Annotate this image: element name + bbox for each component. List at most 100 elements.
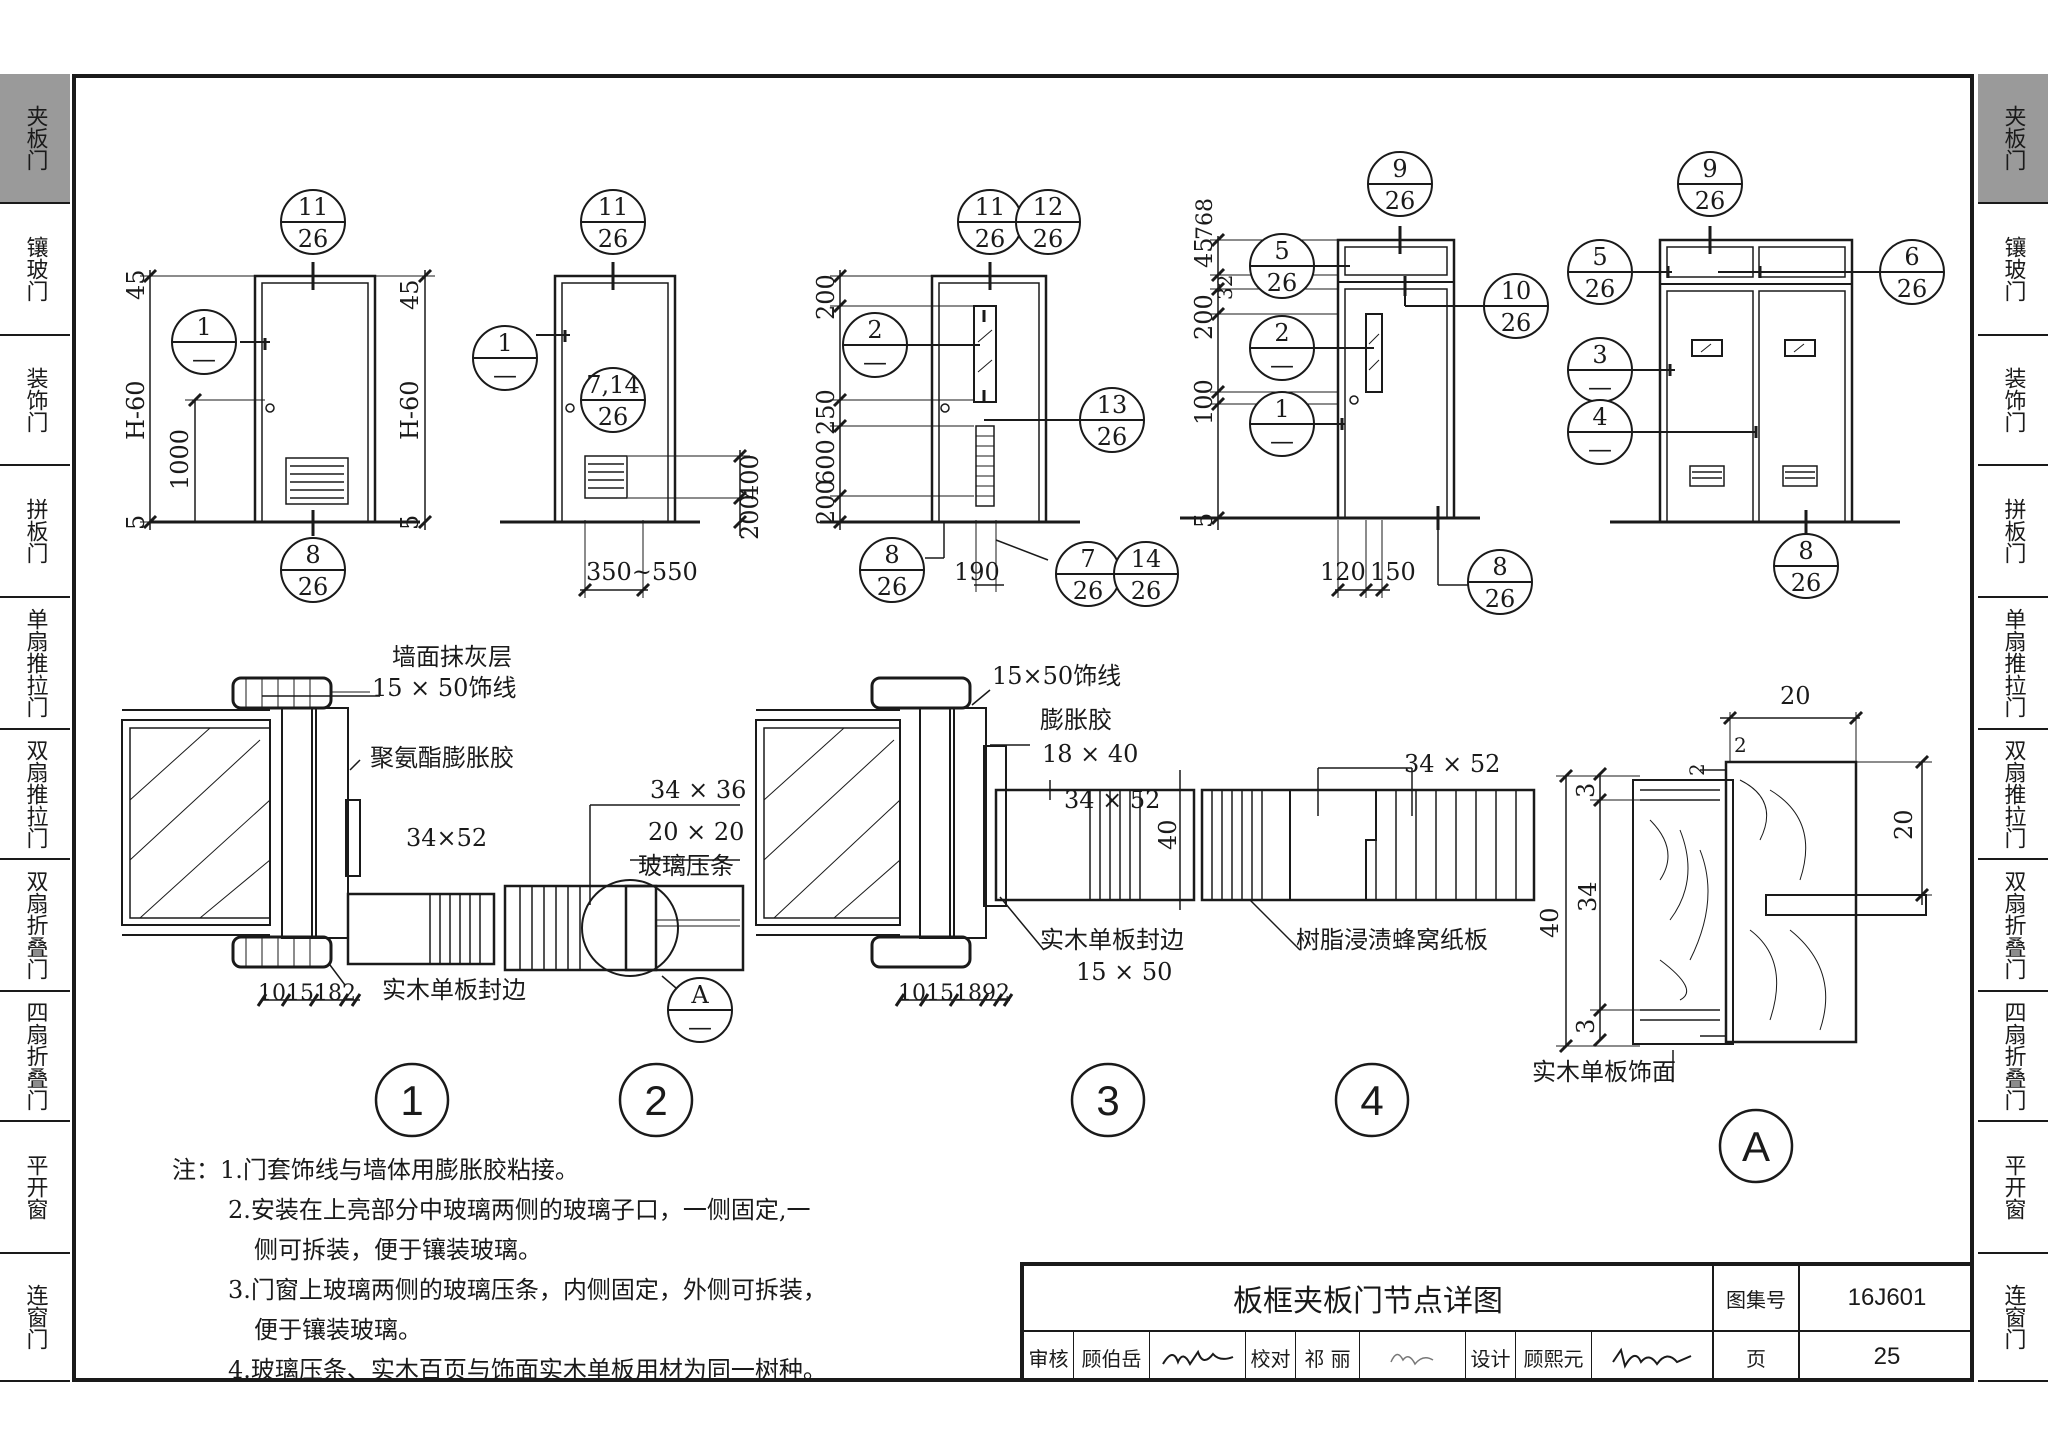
side-tab-5[interactable]: 双扇推拉门 bbox=[1978, 730, 2048, 860]
side-tab-2[interactable]: 装饰门 bbox=[0, 336, 70, 466]
ref-e1-left: 1— bbox=[171, 309, 237, 375]
dim-e4-5: 5 bbox=[1190, 513, 1218, 528]
ref-e3-bottom-b-bottom: 26 bbox=[1073, 577, 1104, 605]
ref-e2-left: 1— bbox=[472, 325, 538, 391]
ref-d2-A: A— bbox=[667, 977, 733, 1043]
ref-e5-left-a-top: 5 bbox=[1592, 243, 1607, 271]
note-2-cont: 侧可拆装，便于镶装玻璃。 bbox=[254, 1236, 542, 1264]
reviewer-signature bbox=[1150, 1332, 1246, 1382]
side-tab-6[interactable]: 双扇折叠门 bbox=[1978, 860, 2048, 992]
page-label: 页 bbox=[1714, 1332, 1800, 1382]
detail-circle-3-text: 3 bbox=[1096, 1077, 1119, 1124]
check-label: 校对 bbox=[1246, 1332, 1296, 1382]
label-d3-18x40: 18 × 40 bbox=[1042, 740, 1138, 768]
side-tab-1[interactable]: 镶玻门 bbox=[1978, 204, 2048, 336]
ref-e3-top-b-top: 12 bbox=[1033, 193, 1064, 221]
reviewer-name: 顾伯岳 bbox=[1074, 1332, 1150, 1382]
detail-circle-1-text: 1 bbox=[400, 1077, 423, 1124]
label-d2-20x20: 20 × 20 bbox=[648, 818, 744, 846]
ref-e2-center-top: 7,14 bbox=[586, 371, 639, 399]
note-4: 4.玻璃压条、实木百页与饰面实木单板用材为同一树种。 bbox=[228, 1356, 827, 1384]
side-tab-5[interactable]: 双扇推拉门 bbox=[0, 730, 70, 860]
dim-e4-45: 45 bbox=[1190, 237, 1218, 268]
detail-A bbox=[1556, 710, 1932, 1082]
side-tab-1[interactable]: 镶玻门 bbox=[0, 204, 70, 336]
label-dA-20v: 20 bbox=[1890, 809, 1918, 840]
ref-e3-right-top: 13 bbox=[1097, 391, 1128, 419]
dim-e1r-h60: H-60 bbox=[396, 380, 424, 440]
side-tab-9[interactable]: 连窗门 bbox=[1978, 1254, 2048, 1382]
label-d4-honeycomb: 树脂浸渍蜂窝纸板 bbox=[1296, 926, 1488, 954]
ref-e5-top-top: 9 bbox=[1702, 155, 1717, 183]
label-d1-edge: 实木单板封边 bbox=[382, 976, 526, 1004]
ref-e4-left-a-bottom: 26 bbox=[1267, 269, 1298, 297]
label-dA-3b: 3 bbox=[1572, 1019, 1600, 1034]
page-number: 25 bbox=[1873, 1343, 1901, 1370]
ref-e3-bottom-c-bottom: 26 bbox=[1131, 577, 1162, 605]
note-3-cont: 便于镶装玻璃。 bbox=[254, 1316, 422, 1344]
elevation-3 bbox=[820, 262, 1080, 592]
side-tab-8[interactable]: 平开窗 bbox=[0, 1122, 70, 1254]
dim-e1-45: 45 bbox=[122, 269, 150, 300]
dim-e3-600: 600 bbox=[812, 439, 840, 485]
ref-e2-top-bottom: 26 bbox=[598, 225, 629, 253]
detail-circle-3: 3 bbox=[1070, 1062, 1146, 1138]
side-tab-6[interactable]: 双扇折叠门 bbox=[0, 860, 70, 992]
title-block: 板框夹板门节点详图 图集号 16J601 审核 顾伯岳 校对 祁 丽 设计 顾熙… bbox=[1020, 1262, 1974, 1382]
label-dA-20: 20 bbox=[1780, 682, 1811, 710]
ref-e4-top-top: 9 bbox=[1392, 155, 1407, 183]
side-tab-0[interactable]: 夹板门 bbox=[1978, 74, 2048, 204]
ref-e3-top-a-bottom: 26 bbox=[975, 225, 1006, 253]
side-tab-2[interactable]: 装饰门 bbox=[1978, 336, 2048, 466]
ref-e4-left-b-top: 2 bbox=[1274, 319, 1289, 347]
section-detail-1-2 bbox=[121, 676, 745, 1007]
label-d1-trim: 15 × 50饰线 bbox=[372, 674, 516, 702]
ref-e3-bottom-c-top: 14 bbox=[1131, 545, 1162, 573]
ref-e5-right-top: 6 bbox=[1904, 243, 1919, 271]
ref-e5-left-a: 526 bbox=[1567, 239, 1633, 305]
side-tab-3[interactable]: 拼板门 bbox=[0, 466, 70, 598]
section-detail-3-4 bbox=[755, 676, 1536, 1007]
label-d3-34x52: 34 × 52 bbox=[1064, 786, 1160, 814]
side-tab-9[interactable]: 连窗门 bbox=[0, 1254, 70, 1382]
side-tab-0[interactable]: 夹板门 bbox=[0, 74, 70, 204]
ref-e4-right-top: 10 bbox=[1501, 277, 1532, 305]
label-d3-foam: 膨胀胶 bbox=[1040, 706, 1112, 734]
note-line-3b: 便于镶装玻璃。 bbox=[172, 1310, 1022, 1350]
ref-e5-top: 926 bbox=[1677, 151, 1743, 217]
side-tab-3[interactable]: 拼板门 bbox=[1978, 466, 2048, 598]
elevation-5 bbox=[1610, 226, 1900, 536]
ref-e1-top-bottom: 26 bbox=[298, 225, 329, 253]
side-tab-7[interactable]: 四扇折叠门 bbox=[1978, 992, 2048, 1122]
checker-signature bbox=[1360, 1332, 1466, 1382]
notes-prefix: 注： bbox=[172, 1156, 220, 1184]
label-d4-34x52: 34 × 52 bbox=[1404, 750, 1500, 778]
detail-circle-2-text: 2 bbox=[644, 1077, 667, 1124]
ref-e1-left-bottom: — bbox=[192, 345, 216, 373]
detail-circle-A-text: A bbox=[1742, 1123, 1770, 1170]
ref-e3-bottom-b-top: 7 bbox=[1080, 545, 1095, 573]
label-d1-plaster: 墙面抹灰层 bbox=[392, 643, 512, 671]
ref-e3-bottom-b: 726 bbox=[1055, 541, 1121, 607]
ref-e4-right-bottom: 26 bbox=[1501, 309, 1532, 337]
dim-e3-250: 250 bbox=[812, 389, 840, 435]
ref-e1-bottom-top: 8 bbox=[305, 541, 320, 569]
ref-e3-left-bottom: — bbox=[863, 348, 887, 376]
elevation-2 bbox=[500, 262, 750, 598]
dim-e3-200a: 200 bbox=[812, 274, 840, 320]
ref-d2-A-bottom: — bbox=[688, 1013, 712, 1041]
ref-e4-left-a-top: 5 bbox=[1274, 237, 1289, 265]
side-tab-7[interactable]: 四扇折叠门 bbox=[0, 992, 70, 1122]
side-tab-8[interactable]: 平开窗 bbox=[1978, 1122, 2048, 1254]
ref-e2-center-bottom: 26 bbox=[598, 403, 629, 431]
ref-e5-left-c: 4— bbox=[1567, 399, 1633, 465]
side-tab-4[interactable]: 单扇推拉门 bbox=[0, 598, 70, 730]
ref-e5-bottom-top: 8 bbox=[1798, 537, 1813, 565]
side-tab-4[interactable]: 单扇推拉门 bbox=[1978, 598, 2048, 730]
label-dA-34: 34 bbox=[1574, 881, 1602, 912]
